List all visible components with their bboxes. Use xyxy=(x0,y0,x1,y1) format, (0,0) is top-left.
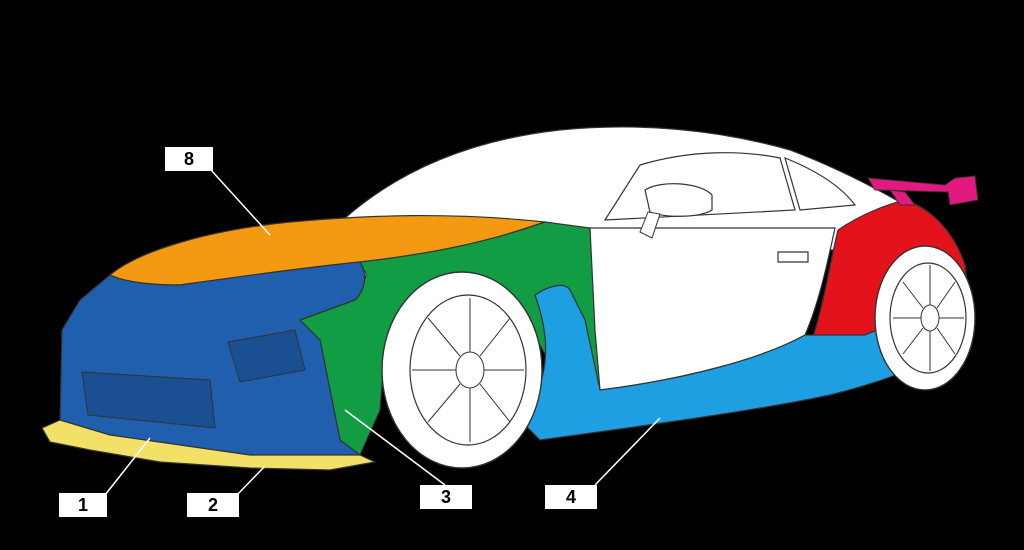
callout-line-4 xyxy=(594,417,661,486)
window-rear xyxy=(784,156,857,211)
callout-line-1 xyxy=(104,437,151,496)
door-handle xyxy=(777,251,809,263)
front-hub xyxy=(455,351,485,389)
callout-label-front-fender: 3 xyxy=(420,485,472,509)
front-lip xyxy=(41,419,377,471)
callout-line-3 xyxy=(344,409,446,486)
callout-label-front-bumper: 1 xyxy=(59,493,107,517)
rear-spokes xyxy=(893,265,964,371)
front-grille xyxy=(81,371,216,429)
front-spokes xyxy=(412,298,524,442)
callout-label-side-skirt: 4 xyxy=(545,485,597,509)
callout-lines xyxy=(104,169,661,496)
callout-line-2 xyxy=(236,465,266,496)
rear-hub xyxy=(920,304,940,332)
mirror-stalk xyxy=(639,211,661,239)
rear-wing xyxy=(867,175,979,206)
callout-line-8 xyxy=(210,169,271,236)
wing-stand xyxy=(888,189,917,206)
side-mirror xyxy=(644,183,713,217)
callout-label-hood: 8 xyxy=(165,147,213,171)
bumper-intake-left xyxy=(227,329,306,383)
callout-label-front-lip: 2 xyxy=(187,493,239,517)
